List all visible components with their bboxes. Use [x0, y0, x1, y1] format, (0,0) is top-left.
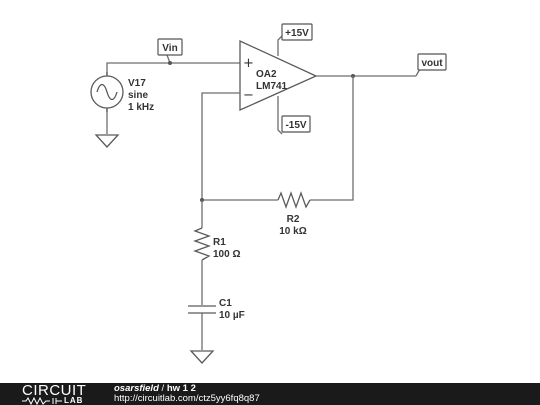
circuit-schematic: Vin +15V -15V vout + − OA2 LM741 V17 sin… — [90, 23, 447, 364]
r2-value: 10 kΩ — [279, 226, 306, 237]
c1-ref: C1 — [219, 298, 232, 309]
svg-text:Vin: Vin — [162, 43, 177, 54]
vneg-supply-wire — [277, 96, 283, 135]
circuit-url[interactable]: http://circuitlab.com/ctz5yy6fq8q87 — [114, 393, 260, 404]
sine-voltage-source — [90, 72, 124, 112]
vpos-supply-wire — [277, 35, 283, 56]
vin-node — [168, 61, 172, 65]
footer-bar: CIRCUIT LAB osarsfield / hw 1 2 http://c… — [0, 383, 540, 405]
resistor-r2 — [277, 191, 311, 209]
c1-value: 10 µF — [219, 310, 245, 321]
source-freq: 1 kHz — [128, 102, 154, 113]
svg-text:-15V: -15V — [285, 120, 306, 131]
r2-ref: R2 — [287, 214, 300, 225]
svg-text:+15V: +15V — [285, 28, 309, 39]
vout-net-flag: vout — [417, 53, 447, 71]
opamp-minus-sign: − — [243, 88, 254, 103]
opamp-ref: OA2 — [256, 69, 277, 80]
circuit-meta: osarsfield / hw 1 2 http://circuitlab.co… — [114, 384, 260, 404]
ground-symbol-source — [94, 134, 120, 148]
r1-value: 100 Ω — [213, 249, 240, 260]
title-separator: / — [158, 383, 167, 394]
capacitor-c1 — [188, 305, 216, 314]
opamp-part: LM741 — [256, 81, 288, 92]
resistor-r1 — [193, 227, 211, 261]
vin-wire — [106, 62, 240, 76]
logo-wordmark-bottom: LAB — [64, 396, 84, 405]
vpos-net-flag: +15V — [281, 23, 313, 41]
ground-symbol-c1 — [189, 350, 215, 364]
logo-wave-icon — [22, 397, 62, 405]
circuitlab-logo: CIRCUIT LAB — [22, 382, 94, 405]
source-type: sine — [128, 90, 148, 101]
source-ref: V17 — [128, 78, 146, 89]
r1-ref: R1 — [213, 237, 226, 248]
vneg-net-flag: -15V — [281, 115, 311, 133]
circuit-title[interactable]: hw 1 2 — [166, 383, 196, 394]
opamp-symbol — [239, 39, 318, 112]
svg-text:vout: vout — [421, 58, 443, 69]
inverting-input-wire — [201, 92, 240, 200]
vin-net-flag: Vin — [157, 38, 183, 56]
feedback-wire — [310, 76, 354, 201]
opamp-plus-sign: + — [243, 56, 254, 71]
logo-wordmark-top: CIRCUIT — [22, 382, 87, 399]
author-link[interactable]: osarsfield — [114, 383, 159, 394]
